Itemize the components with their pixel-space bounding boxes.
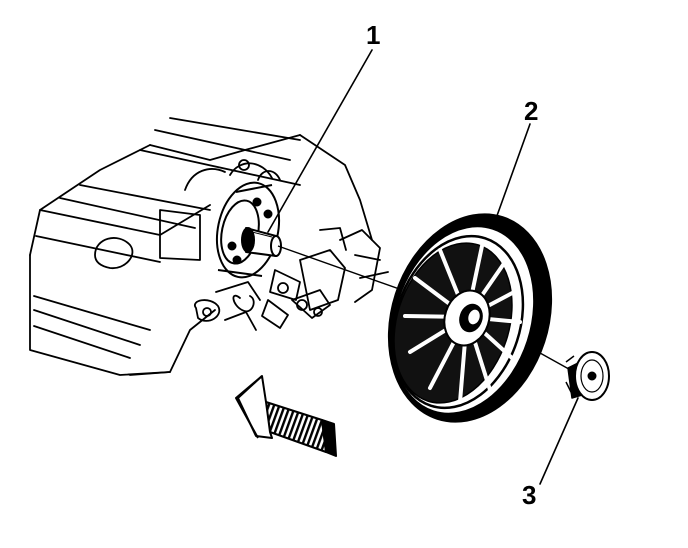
- callout-number-2: 2: [524, 96, 539, 126]
- shaft: [241, 227, 282, 257]
- engine-housing: [29, 117, 389, 376]
- callout-leaders: [267, 49, 579, 485]
- bolt: [565, 351, 610, 401]
- callout-number-1: 1: [366, 20, 381, 50]
- direction-arrow-icon: [235, 375, 337, 457]
- leader-2: [493, 123, 531, 225]
- callout-number-3: 3: [522, 480, 537, 510]
- leader-3: [539, 397, 579, 485]
- leader-1: [267, 49, 373, 233]
- pulley: [387, 213, 553, 423]
